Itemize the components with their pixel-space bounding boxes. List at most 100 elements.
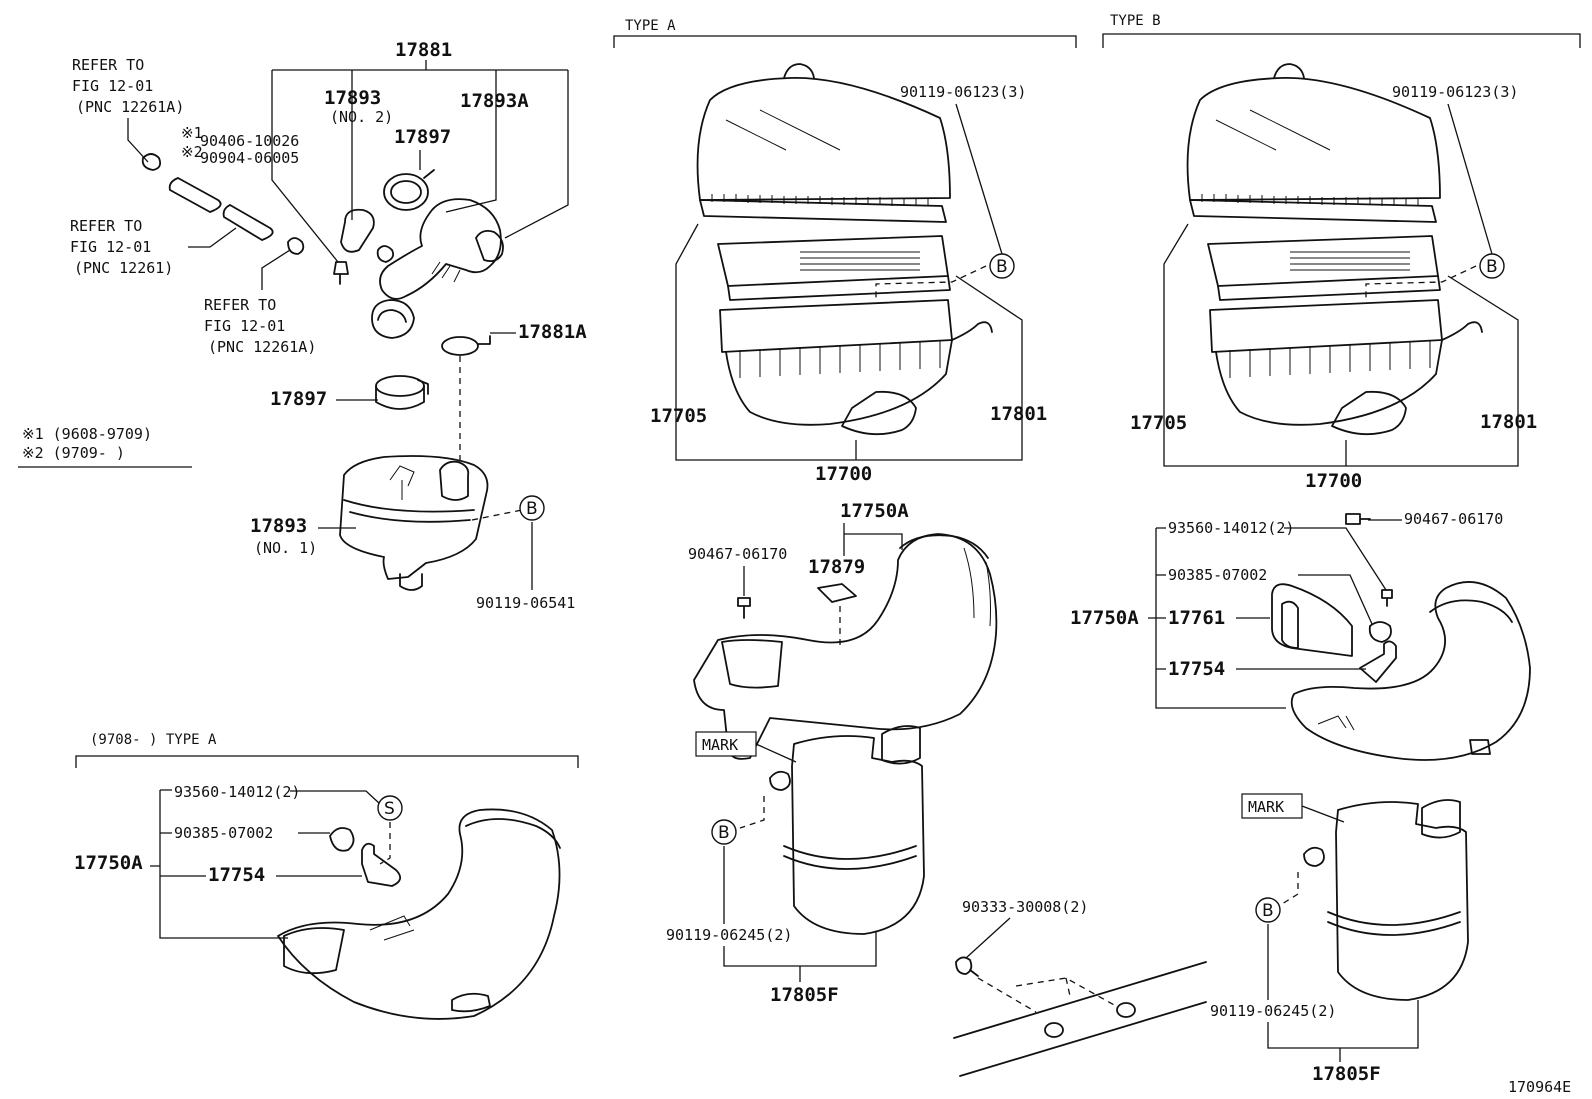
type-b-air-cleaner-case [1209,299,1483,436]
label-b-17801: 17801 [1480,411,1537,433]
type-a-air-cleaner-case [719,299,993,436]
label-17897-mid: 17897 [270,388,327,410]
label-b-17761: 17761 [1168,607,1225,629]
circle-b-1: B [519,495,545,521]
grommet-b-90385 [1368,621,1392,643]
grommet-l-90385 [329,827,355,852]
label-a-17700: 17700 [815,463,872,485]
type-b-air-cleaner-cap [1186,63,1441,223]
resonator-a-17805F [769,725,925,935]
label-90119-06541: 90119-06541 [476,594,575,612]
duct-b-17761 [1271,583,1353,657]
svg-text:REFER TO: REFER TO [72,56,144,74]
pad-17879 [817,583,857,603]
note1-mark: ※1 [181,124,203,142]
mark-label-b: MARK [1241,793,1303,819]
resonator-17893-no1 [339,455,489,591]
label-b-90467-06170: 90467-06170 [1404,510,1503,528]
bracket-b-17754 [1359,640,1397,683]
label-b-17805F: 17805F [1312,1063,1381,1085]
header-bottom-left: (9708- ) TYPE A [90,732,217,748]
label-no2: (NO. 2) [330,108,393,126]
bolt-90333 [955,956,979,977]
clamp-17897-mid [375,375,429,410]
svg-text:B: B [1486,257,1498,277]
body-panel [953,961,1207,1077]
svg-text:S: S [384,799,395,819]
intake-duct-b-17750A [1290,581,1531,761]
hose-clamp-small-2 [287,237,305,255]
bolt-b-90467 [1345,513,1371,525]
note2-mark: ※2 [181,143,203,161]
refer-block-1: REFER TO FIG 12-01 (PNC 12261A) [72,56,184,116]
label-a-17705: 17705 [650,405,707,427]
svg-text:FIG 12-01: FIG 12-01 [72,77,153,95]
label-a-17805F: 17805F [770,984,839,1006]
type-a-air-filter [717,235,951,301]
label-17897-top: 17897 [394,126,451,148]
refer-block-2: REFER TO FIG 12-01 (PNC 12261) [70,217,173,277]
label-b-17750A: 17750A [1070,607,1139,629]
type-b-air-filter [1207,235,1441,301]
clamp-17881A [441,335,491,356]
legend-line-1: ※1 (9608-9709) [22,425,152,443]
hose-1 [168,177,222,213]
label-17893-no1: 17893 [250,515,307,537]
circle-b-5: B [1255,897,1281,923]
clamp-small-17893A [376,245,395,263]
label-17881: 17881 [395,39,452,61]
svg-text:FIG 12-01: FIG 12-01 [70,238,151,256]
label-l-17754: 17754 [208,864,265,886]
intake-duct-a-17750A [693,533,998,760]
svg-text:B: B [526,499,538,519]
bolt-a-90467 [737,597,751,619]
label-b-17705: 17705 [1130,412,1187,434]
label-l-17750A: 17750A [74,852,143,874]
label-b-90385-07002: 90385-07002 [1168,566,1267,584]
circle-b-3: B [1479,253,1505,279]
label-b-17700: 17700 [1305,470,1362,492]
vacuum-switch [333,261,349,285]
type-b-header: TYPE B [1110,13,1161,29]
svg-text:(PNC 12261A): (PNC 12261A) [76,98,184,116]
label-a-17801: 17801 [990,403,1047,425]
clamp-17897-top [383,169,435,211]
svg-text:B: B [996,257,1008,277]
legend-line-2: ※2 (9709- ) [22,444,125,462]
label-b-90119-06245: 90119-06245(2) [1210,1002,1336,1020]
intake-hose-17881 [371,198,504,339]
svg-text:FIG 12-01: FIG 12-01 [204,317,285,335]
label-b-17754: 17754 [1168,658,1225,680]
svg-text:B: B [718,823,730,843]
svg-text:(PNC 12261): (PNC 12261) [74,259,173,277]
circle-b-2: B [989,253,1015,279]
resonator-b-17805F [1303,799,1469,1001]
label-90333-30008: 90333-30008(2) [962,898,1088,916]
mark-label-a: MARK [695,731,757,757]
circle-b-4: B [711,819,737,845]
intake-duct-l-17750A [277,808,561,1020]
circle-s: S [377,795,403,821]
label-a-17750A: 17750A [840,500,909,522]
svg-text:MARK: MARK [702,736,738,754]
type-a-air-cleaner-cap [696,63,951,223]
label-b-93560-14012: 93560-14012(2) [1168,519,1294,537]
figure-id: 170964E [1508,1078,1571,1096]
label-17893A: 17893A [460,90,529,112]
label-a-90119-06123: 90119-06123(3) [900,83,1026,101]
svg-text:REFER TO: REFER TO [204,296,276,314]
note1-part-number: 90406-10026 [200,132,299,150]
label-a-17879: 17879 [808,556,865,578]
note2-part-number: 90904-06005 [200,149,299,167]
elbow-17893-no2 [340,208,375,253]
bracket-l-17754 [361,842,402,887]
type-a-header: TYPE A [625,18,676,34]
hose-clamp-small-1 [141,153,162,171]
svg-text:B: B [1262,901,1274,921]
label-l-93560-14012: 93560-14012(2) [174,783,300,801]
label-17893-no2: 17893 [324,87,381,109]
svg-text:(PNC 12261A): (PNC 12261A) [208,338,316,356]
svg-text:MARK: MARK [1248,798,1284,816]
svg-text:REFER TO: REFER TO [70,217,142,235]
